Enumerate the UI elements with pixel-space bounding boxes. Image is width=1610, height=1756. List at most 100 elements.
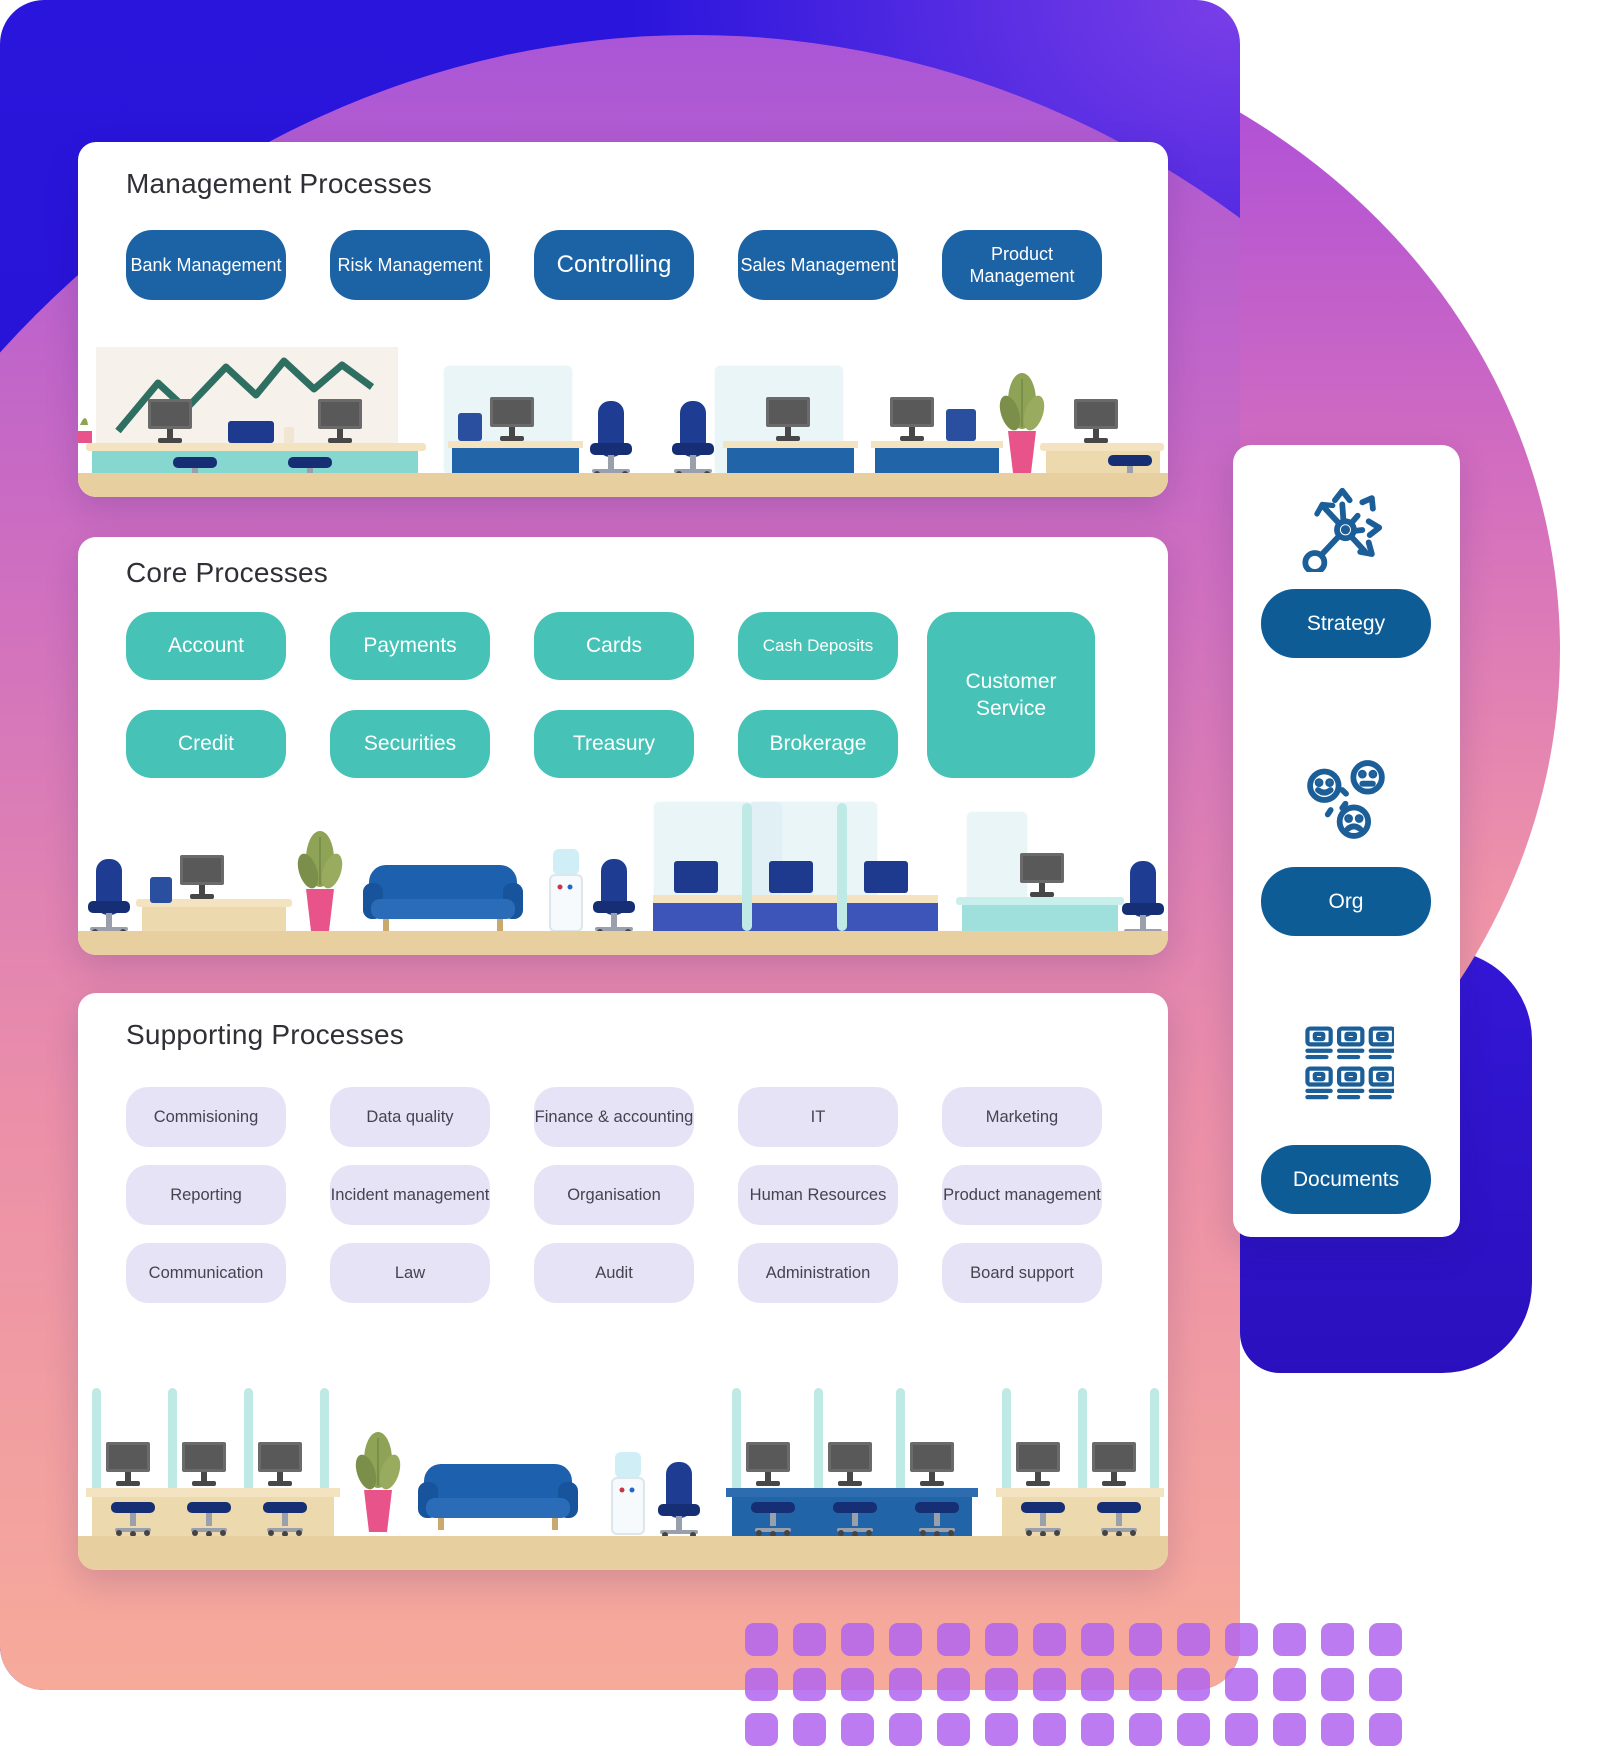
teller-counter-group (652, 800, 938, 931)
pill-incident-management[interactable]: Incident management (330, 1165, 490, 1225)
deco-square (1273, 1623, 1306, 1656)
deco-square (1273, 1713, 1306, 1746)
office-illustration-supporting (78, 1388, 1168, 1570)
teal-desk-group (78, 399, 426, 494)
deco-square (1369, 1668, 1402, 1701)
open-office-desk-right (996, 1388, 1164, 1539)
management-processes-panel: Management Processes Bank Management Ris… (78, 142, 1168, 497)
deco-square (1225, 1668, 1258, 1701)
pill-it[interactable]: IT (738, 1087, 898, 1147)
reception-desk-group (956, 810, 1166, 939)
pill-marketing[interactable]: Marketing (942, 1087, 1102, 1147)
management-panel-title: Management Processes (126, 168, 432, 199)
open-office-desk-blue (726, 1388, 978, 1539)
deco-square (1177, 1668, 1210, 1701)
supporting-pill-row-2: Reporting Incident management Organisati… (126, 1165, 1102, 1225)
pill-cash-deposits[interactable]: Cash Deposits (738, 612, 898, 680)
deco-square (889, 1713, 922, 1746)
pill-audit[interactable]: Audit (534, 1243, 694, 1303)
pill-securities[interactable]: Securities (330, 710, 490, 778)
lounge-group (350, 1431, 702, 1540)
deco-square (1033, 1713, 1066, 1746)
pill-payments[interactable]: Payments (330, 612, 490, 680)
core-pill-row-2: Credit Securities Treasury Brokerage (126, 710, 898, 778)
pill-communication[interactable]: Communication (126, 1243, 286, 1303)
office-illustration-core (78, 800, 1168, 955)
deco-square (1225, 1713, 1258, 1746)
pill-data-quality[interactable]: Data quality (330, 1087, 490, 1147)
management-pill-row: Bank Management Risk Management Controll… (126, 230, 1102, 300)
pill-controlling[interactable]: Controlling (534, 230, 694, 300)
pill-bank-management[interactable]: Bank Management (126, 230, 286, 300)
manager-desk-group (86, 830, 348, 937)
pill-treasury[interactable]: Treasury (534, 710, 694, 778)
pill-product-management-support[interactable]: Product management (942, 1165, 1102, 1225)
deco-square (937, 1623, 970, 1656)
deco-square (889, 1668, 922, 1701)
deco-square (793, 1713, 826, 1746)
deco-square (1369, 1623, 1402, 1656)
deco-square (1033, 1623, 1066, 1656)
deco-square (793, 1623, 826, 1656)
deco-square (1129, 1668, 1162, 1701)
deco-squares-grid (745, 1623, 1402, 1746)
deco-square (1177, 1623, 1210, 1656)
executive-desk-group (994, 372, 1164, 492)
office-illustration-management (78, 347, 1168, 497)
supporting-processes-panel: Supporting Processes Commisioning Data q… (78, 993, 1168, 1570)
floor-strip (78, 931, 1168, 955)
deco-square (985, 1668, 1018, 1701)
open-office-desk-left (86, 1388, 340, 1539)
pill-law[interactable]: Law (330, 1243, 490, 1303)
lounge-group (363, 848, 637, 937)
sidebar-strategy-button[interactable]: Strategy (1261, 589, 1431, 658)
deco-square (1321, 1668, 1354, 1701)
pill-sales-management[interactable]: Sales Management (738, 230, 898, 300)
pill-commisioning[interactable]: Commisioning (126, 1087, 286, 1147)
pill-organisation[interactable]: Organisation (534, 1165, 694, 1225)
deco-square (1321, 1623, 1354, 1656)
deco-square (841, 1623, 874, 1656)
deco-square (937, 1668, 970, 1701)
core-panel-title: Core Processes (126, 557, 328, 588)
deco-square (1273, 1668, 1306, 1701)
tile-customer-service[interactable]: Customer Service (927, 612, 1095, 778)
org-people-icon (1307, 760, 1385, 839)
pill-product-management[interactable]: Product Management (942, 230, 1102, 300)
deco-square (985, 1623, 1018, 1656)
pill-brokerage[interactable]: Brokerage (738, 710, 898, 778)
supporting-panel-title: Supporting Processes (126, 1019, 404, 1050)
core-pill-row-1: Account Payments Cards Cash Deposits (126, 612, 898, 680)
pill-finance-accounting[interactable]: Finance & accounting (534, 1087, 694, 1147)
deco-square (1177, 1713, 1210, 1746)
deco-square (745, 1713, 778, 1746)
deco-square (1321, 1713, 1354, 1746)
deco-square (937, 1713, 970, 1746)
pill-human-resources[interactable]: Human Resources (738, 1165, 898, 1225)
pill-risk-management[interactable]: Risk Management (330, 230, 490, 300)
core-processes-panel: Core Processes Account Payments Cards Ca… (78, 537, 1168, 955)
deco-square (1081, 1713, 1114, 1746)
pill-reporting[interactable]: Reporting (126, 1165, 286, 1225)
pill-board-support[interactable]: Board support (942, 1243, 1102, 1303)
module-sidebar: Strategy Org (1233, 445, 1460, 1237)
deco-square (1129, 1713, 1162, 1746)
floor-strip (78, 1536, 1168, 1570)
deco-square (1081, 1623, 1114, 1656)
sidebar-org-button[interactable]: Org (1261, 867, 1431, 936)
deco-square (1129, 1623, 1162, 1656)
sidebar-documents-button[interactable]: Documents (1261, 1145, 1431, 1214)
deco-square (1081, 1668, 1114, 1701)
pill-account[interactable]: Account (126, 612, 286, 680)
strategy-network-icon (1302, 487, 1383, 572)
blue-desks-group (442, 364, 1003, 479)
deco-square (793, 1668, 826, 1701)
pill-cards[interactable]: Cards (534, 612, 694, 680)
pill-administration[interactable]: Administration (738, 1243, 898, 1303)
deco-square (841, 1668, 874, 1701)
deco-square (745, 1668, 778, 1701)
supporting-pill-row-1: Commisioning Data quality Finance & acco… (126, 1087, 1102, 1147)
pill-credit[interactable]: Credit (126, 710, 286, 778)
deco-square (889, 1623, 922, 1656)
